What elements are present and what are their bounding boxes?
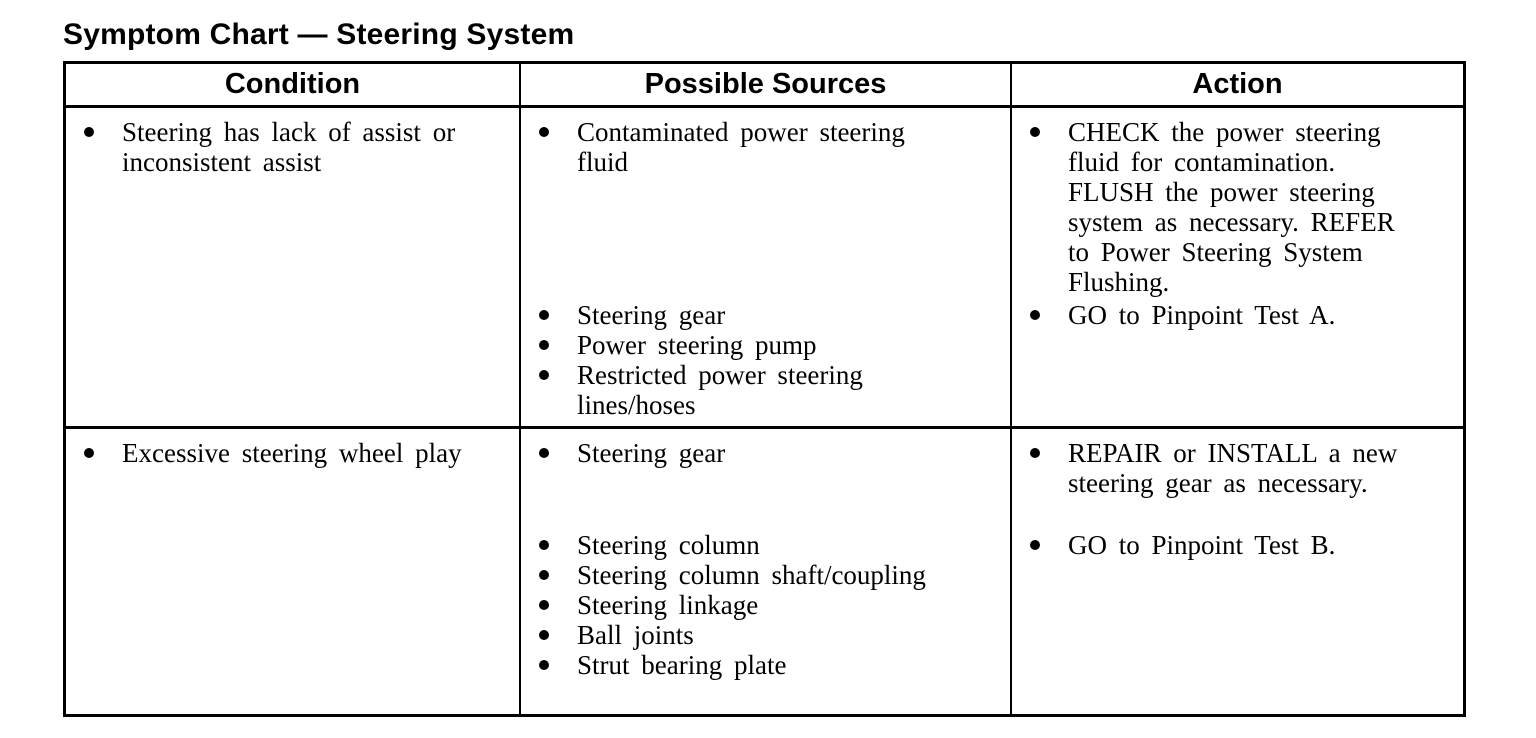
bullet-icon	[539, 630, 549, 640]
list-item-text: Strut bearing plate	[577, 650, 787, 680]
list-item: Strut bearing plate	[521, 650, 955, 680]
action-group: CHECK the power steering fluid for conta…	[1012, 117, 1423, 300]
list-item: Steering has lack of assist or inconsist…	[66, 117, 507, 177]
list-item: GO to Pinpoint Test A.	[1012, 300, 1423, 330]
sources-group: Steering gear	[521, 438, 955, 530]
list-item-text: REPAIR or INSTALL a new steering gear as…	[1068, 438, 1398, 498]
table-row: Excessive steering wheel play Steering ge…	[66, 429, 1463, 714]
bullet-icon	[539, 660, 549, 670]
bullet-icon	[84, 448, 94, 458]
bullet-icon	[84, 127, 94, 137]
sources-group: Contaminated power steering fluid	[521, 117, 955, 300]
list-item-text: Steering gear	[577, 438, 726, 468]
bullet-icon	[539, 540, 549, 550]
list-item: Steering gear	[521, 300, 955, 330]
list-item-text: GO to Pinpoint Test B.	[1068, 530, 1336, 560]
action-group: REPAIR or INSTALL a new steering gear as…	[1012, 438, 1423, 530]
bullet-icon	[539, 310, 549, 320]
table-body: Steering has lack of assist or inconsist…	[66, 108, 1463, 714]
list-item-text: Restricted power steering lines/hoses	[577, 360, 863, 420]
condition-cell: Excessive steering wheel play	[66, 429, 519, 714]
bullet-icon	[1030, 540, 1040, 550]
list-item: Steering linkage	[521, 590, 955, 620]
page-title: Symptom Chart — Steering System	[63, 18, 575, 51]
list-item-text: Steering linkage	[577, 590, 759, 620]
table-row: Steering has lack of assist or inconsist…	[66, 108, 1463, 429]
action-group: GO to Pinpoint Test A.	[1012, 300, 1423, 330]
bullet-icon	[1030, 310, 1040, 320]
list-item: Ball joints	[521, 620, 955, 650]
list-item: Power steering pump	[521, 330, 955, 360]
column-header-action: Action	[1010, 64, 1463, 105]
bullet-icon	[539, 570, 549, 580]
list-item: Excessive steering wheel play	[66, 438, 507, 468]
action-cell: CHECK the power steering fluid for conta…	[1010, 108, 1463, 426]
list-item: Contaminated power steering fluid	[521, 117, 955, 177]
bullet-icon	[539, 127, 549, 137]
list-item: REPAIR or INSTALL a new steering gear as…	[1012, 438, 1423, 498]
list-item: Steering gear	[521, 438, 955, 468]
list-item-text: Power steering pump	[577, 330, 817, 360]
list-item: CHECK the power steering fluid for conta…	[1012, 117, 1423, 297]
bullet-icon	[1030, 127, 1040, 137]
list-item-text: Ball joints	[577, 620, 694, 650]
bullet-icon	[1030, 448, 1040, 458]
column-header-possible-sources: Possible Sources	[519, 64, 1010, 105]
list-item: Restricted power steering lines/hoses	[521, 360, 955, 420]
list-item-text: Excessive steering wheel play	[122, 438, 462, 468]
list-item-text: Contaminated power steering fluid	[577, 117, 905, 177]
column-header-condition: Condition	[224, 68, 361, 100]
list-item: GO to Pinpoint Test B.	[1012, 530, 1423, 560]
bullet-icon	[539, 600, 549, 610]
action-group: GO to Pinpoint Test B.	[1012, 530, 1423, 560]
list-item-text: Steering has lack of assist or inconsist…	[122, 117, 456, 177]
list-item: Steering column	[521, 530, 955, 560]
condition-cell: Steering has lack of assist or inconsist…	[66, 108, 519, 426]
list-item-text: Steering gear	[577, 300, 726, 330]
list-item-text: Steering column	[577, 530, 760, 560]
action-cell: REPAIR or INSTALL a new steering gear as…	[1010, 429, 1463, 714]
table-header-row: Condition Possible Sources Action	[66, 64, 1463, 108]
list-item-text: GO to Pinpoint Test A.	[1068, 300, 1336, 330]
document-page: Symptom Chart — Steering System Conditio…	[63, 18, 1466, 717]
symptom-chart-table: Condition Possible Sources Action Steeri…	[63, 61, 1466, 717]
list-item-text: Steering column shaft/coupling	[577, 560, 926, 590]
bullet-icon	[539, 340, 549, 350]
bullet-icon	[539, 448, 549, 458]
bullet-icon	[539, 370, 549, 380]
list-item-text: CHECK the power steering fluid for conta…	[1068, 117, 1395, 297]
list-item: Steering column shaft/coupling	[521, 560, 955, 590]
